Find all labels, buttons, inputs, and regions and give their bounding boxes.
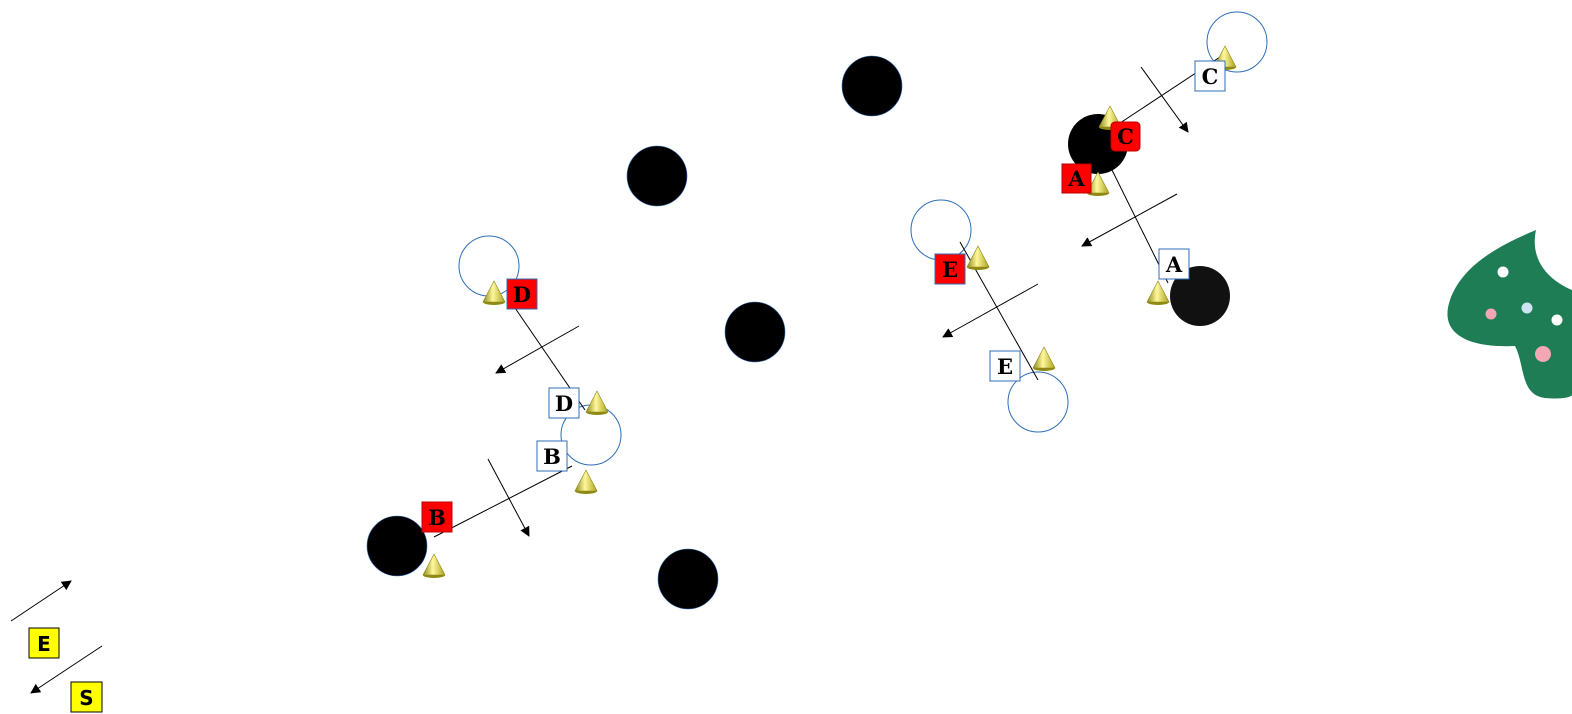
- cone-marker: [585, 390, 609, 415]
- end-label-box: [989, 350, 1021, 382]
- cone-marker-body: [1086, 171, 1110, 194]
- goal-ring-e-end: [1007, 371, 1069, 433]
- cone-marker-body: [482, 280, 506, 303]
- key-e-letter: E: [37, 632, 51, 656]
- start-label-e: E: [934, 253, 966, 285]
- path-line-b: [433, 465, 573, 538]
- cone-marker: [1146, 280, 1170, 305]
- end-label-letter: A: [1165, 252, 1183, 277]
- cone-marker: [574, 469, 598, 494]
- cone-marker: [1032, 346, 1056, 371]
- end-label-d: D: [548, 387, 580, 419]
- goal-ring-e-start: [910, 199, 972, 261]
- start-label-box: [934, 253, 966, 285]
- arrow-c: [1140, 66, 1189, 133]
- cone-marker-body: [966, 245, 990, 268]
- end-label-c: C: [1194, 60, 1226, 92]
- end-label-a: A: [1158, 248, 1190, 280]
- start-label-letter: E: [942, 257, 958, 282]
- arrow-b: [487, 458, 530, 537]
- start-label-letter: C: [1117, 124, 1134, 149]
- obstacle-disk: [366, 515, 428, 577]
- arrow-e: [942, 283, 1039, 338]
- green-blob: [1447, 230, 1572, 399]
- start-label-letter: D: [513, 282, 531, 307]
- key-e-box: [28, 627, 60, 659]
- end-label-letter: E: [997, 354, 1013, 379]
- end-label-letter: B: [543, 444, 561, 469]
- blob-dot: [1535, 346, 1551, 362]
- end-label-letter: C: [1202, 64, 1219, 89]
- end-label-box: [548, 387, 580, 419]
- legend-key: E S: [10, 580, 103, 713]
- start-labels: C A E D B: [421, 121, 1141, 533]
- obstacle-disk: [841, 55, 903, 117]
- cone-marker-body: [574, 469, 598, 492]
- start-label-box: [1061, 163, 1092, 194]
- start-label-b: B: [421, 501, 453, 533]
- cone-marker-body: [422, 553, 446, 576]
- end-label-box: [1194, 60, 1226, 92]
- end-label-e: E: [989, 350, 1021, 382]
- arrow-d: [495, 325, 580, 374]
- cone-marker: [422, 553, 446, 578]
- cone-marker-body: [1146, 280, 1170, 303]
- start-label-d: D: [506, 278, 538, 310]
- cone-marker: [966, 245, 990, 270]
- start-label-box: [1110, 121, 1141, 152]
- start-label-letter: B: [428, 505, 446, 530]
- blob-dot: [1551, 314, 1563, 326]
- end-label-box: [1158, 248, 1190, 280]
- key-arrow-up-right: [10, 580, 72, 622]
- key-s-letter: S: [79, 686, 93, 710]
- obstacles: [366, 55, 1230, 610]
- end-label-box: [536, 440, 568, 472]
- end-label-letter: D: [555, 391, 573, 416]
- start-label-a: A: [1061, 163, 1092, 194]
- end-labels: C A E D B: [536, 60, 1226, 472]
- key-s-box: [70, 681, 103, 713]
- obstacle-disk: [657, 548, 719, 610]
- cone-marker-body: [1032, 346, 1056, 369]
- blob-dot: [1521, 302, 1533, 314]
- blob-dot: [1485, 308, 1497, 320]
- green-blob-decoration: [1447, 230, 1572, 399]
- goal-ring-c: [1206, 11, 1268, 73]
- start-label-box: [421, 501, 453, 533]
- cone-marker: [1086, 171, 1110, 196]
- obstacle-disk: [1170, 266, 1230, 326]
- key-arrow-down-left: [30, 645, 103, 694]
- blob-dot: [1497, 266, 1509, 278]
- start-label-box: [506, 278, 538, 310]
- start-label-c: C: [1110, 121, 1141, 152]
- start-label-letter: A: [1067, 166, 1085, 191]
- cone-marker-body: [585, 390, 609, 413]
- end-label-b: B: [536, 440, 568, 472]
- cone-marker: [482, 280, 506, 305]
- obstacle-disk: [626, 145, 688, 207]
- direction-arrows: [487, 66, 1189, 537]
- arrow-a: [1081, 193, 1178, 247]
- obstacle-disk: [724, 301, 786, 363]
